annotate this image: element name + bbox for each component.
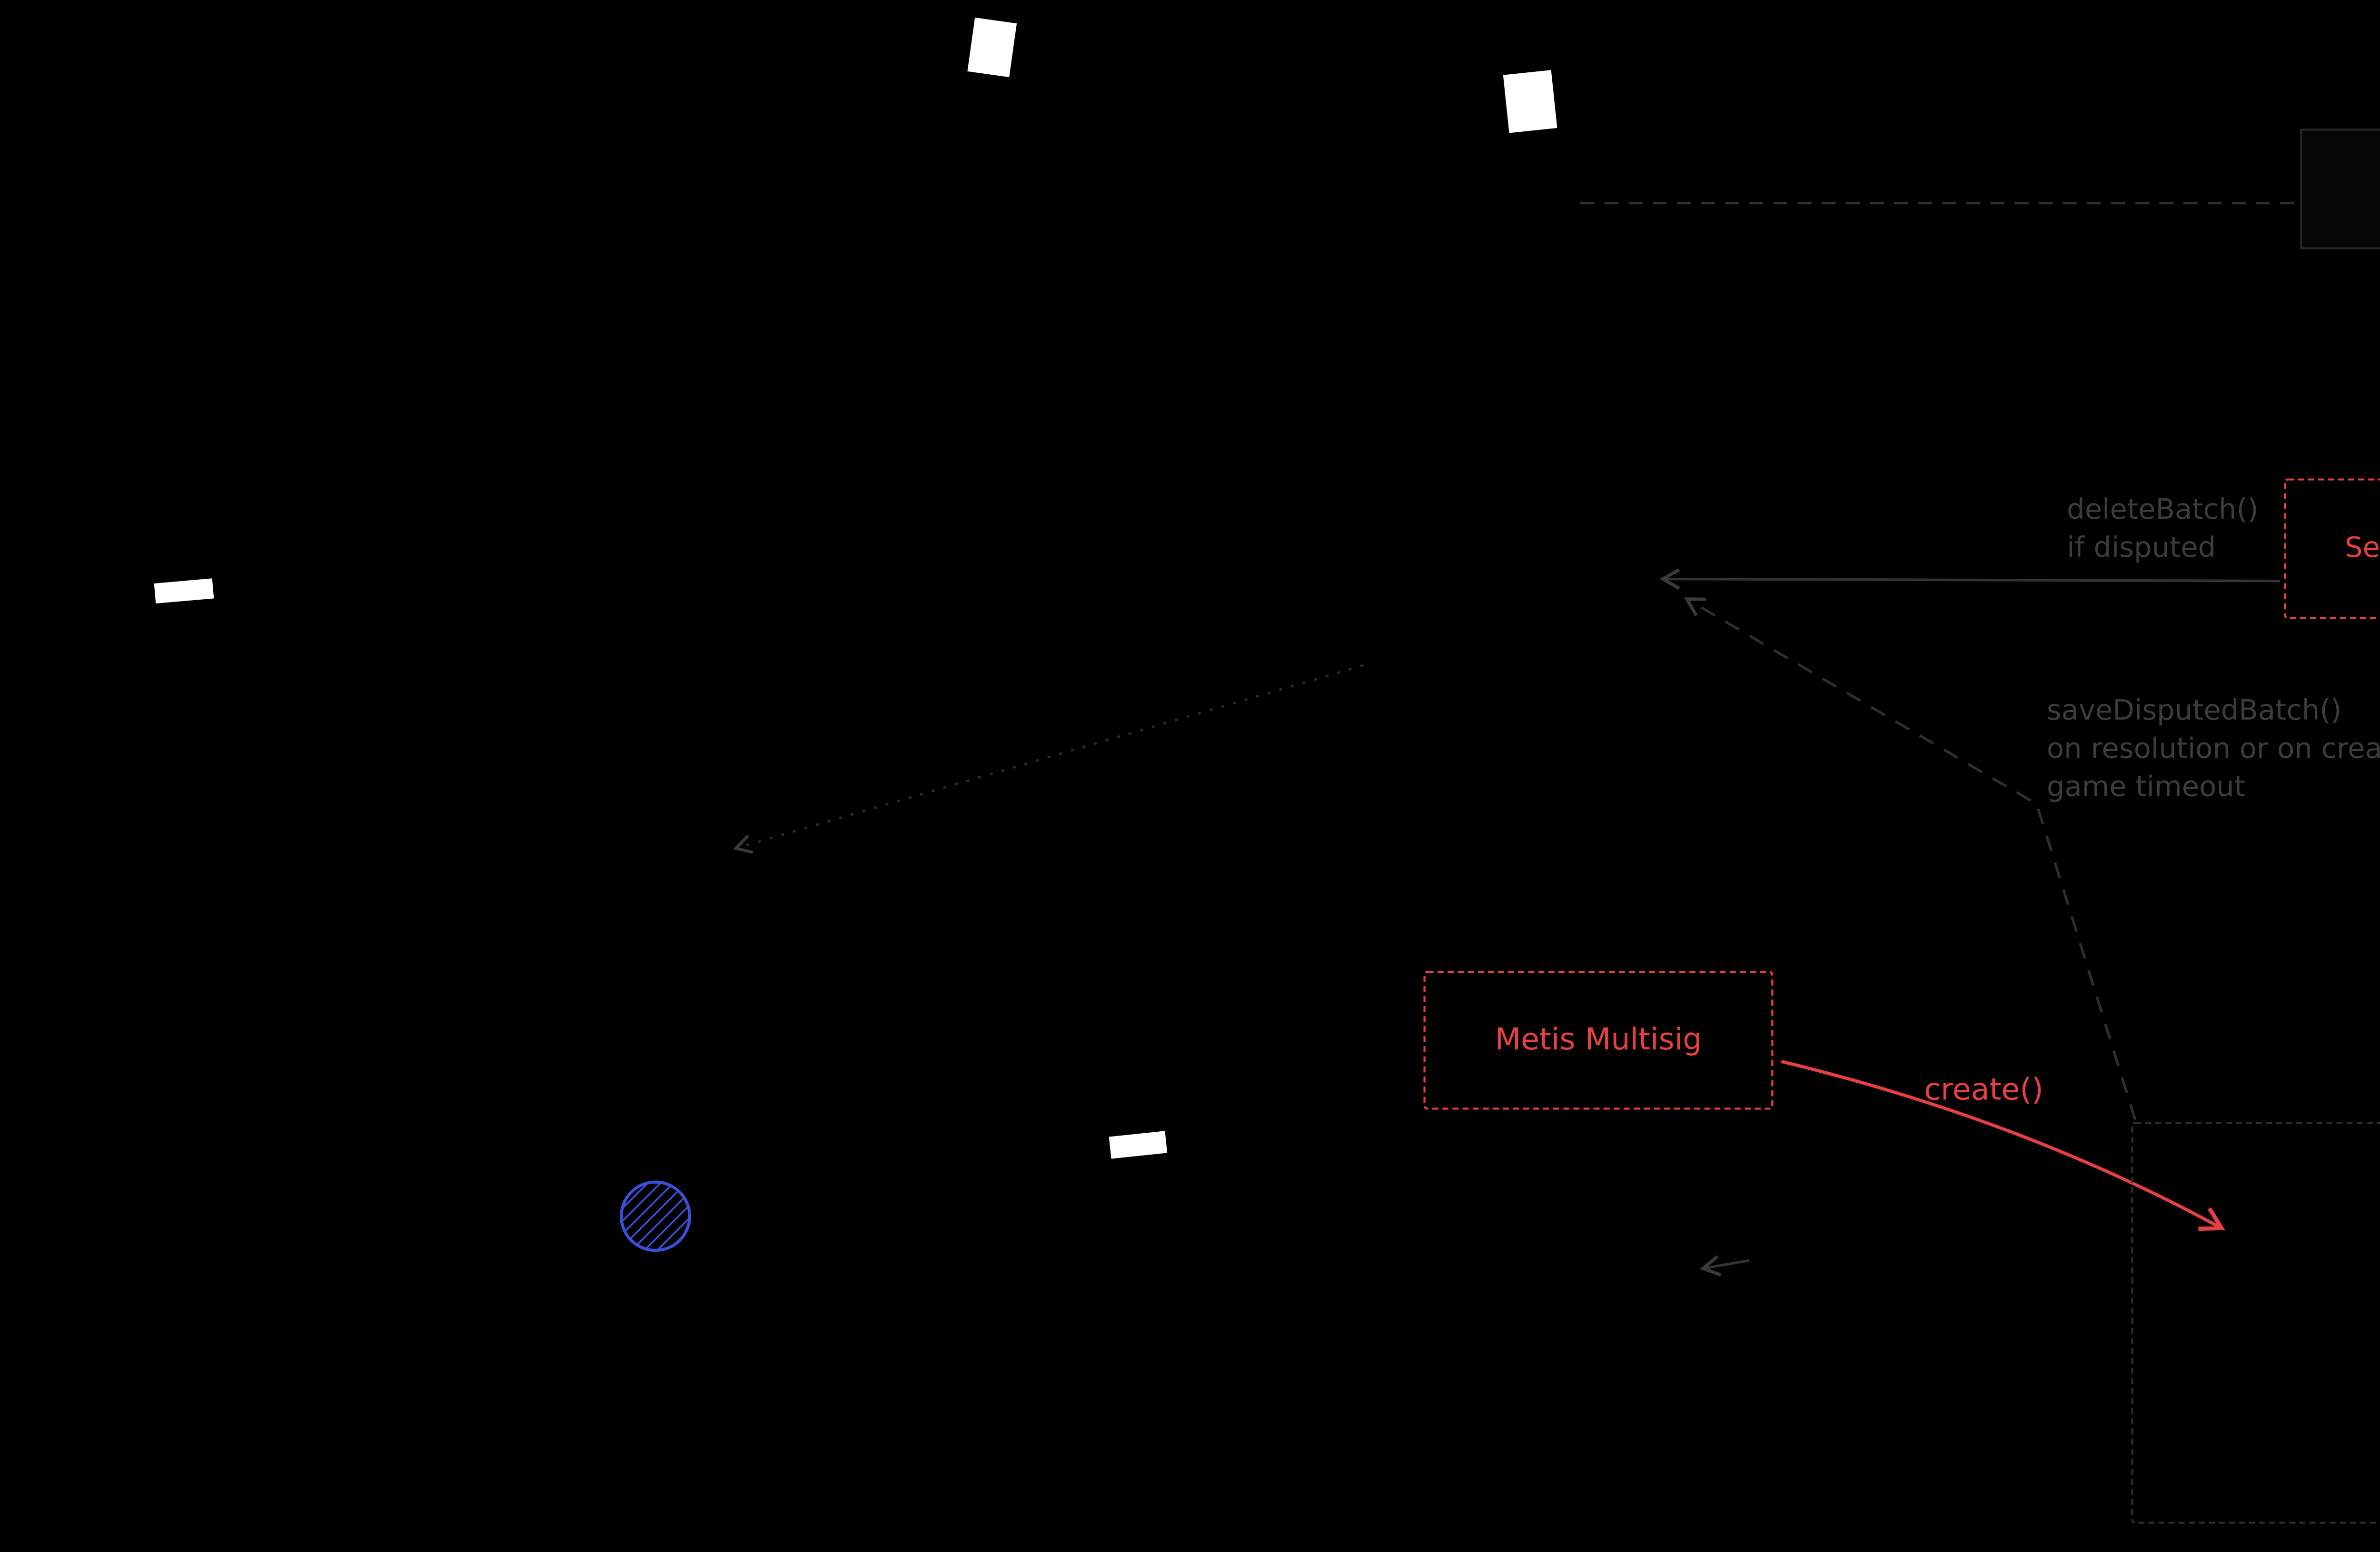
small-left-arrow [1699,1255,1750,1277]
save-disputed-batch-label: saveDisputedBatch() on resolution or on … [2046,695,2380,804]
dotted-diagonal-arrow [733,664,1364,854]
create-arrow [1781,1059,2225,1231]
white-note-shape-4 [1109,1131,1168,1159]
white-note-shape-2 [1503,70,1557,133]
delete-batch-label: deleteBatch() if disputed [2067,494,2259,565]
metis-multisig-node: Metis Multisig [1423,971,1774,1110]
metis-security-council-node: Metis Security Council Minority [2284,478,2380,619]
proposer-registry-node: Proposer Registry [2300,129,2380,249]
white-note-shape-3 [154,578,214,604]
cannon-fault-proof-systems-box [2131,1121,2380,1524]
delete-batch-arrow [1659,568,2280,590]
white-note-shape-1 [967,17,1017,78]
create-label: create() [1924,1071,2043,1108]
save-disputed-batch-arrow [1684,597,2137,1120]
blue-hatched-circle-icon [620,1180,691,1252]
